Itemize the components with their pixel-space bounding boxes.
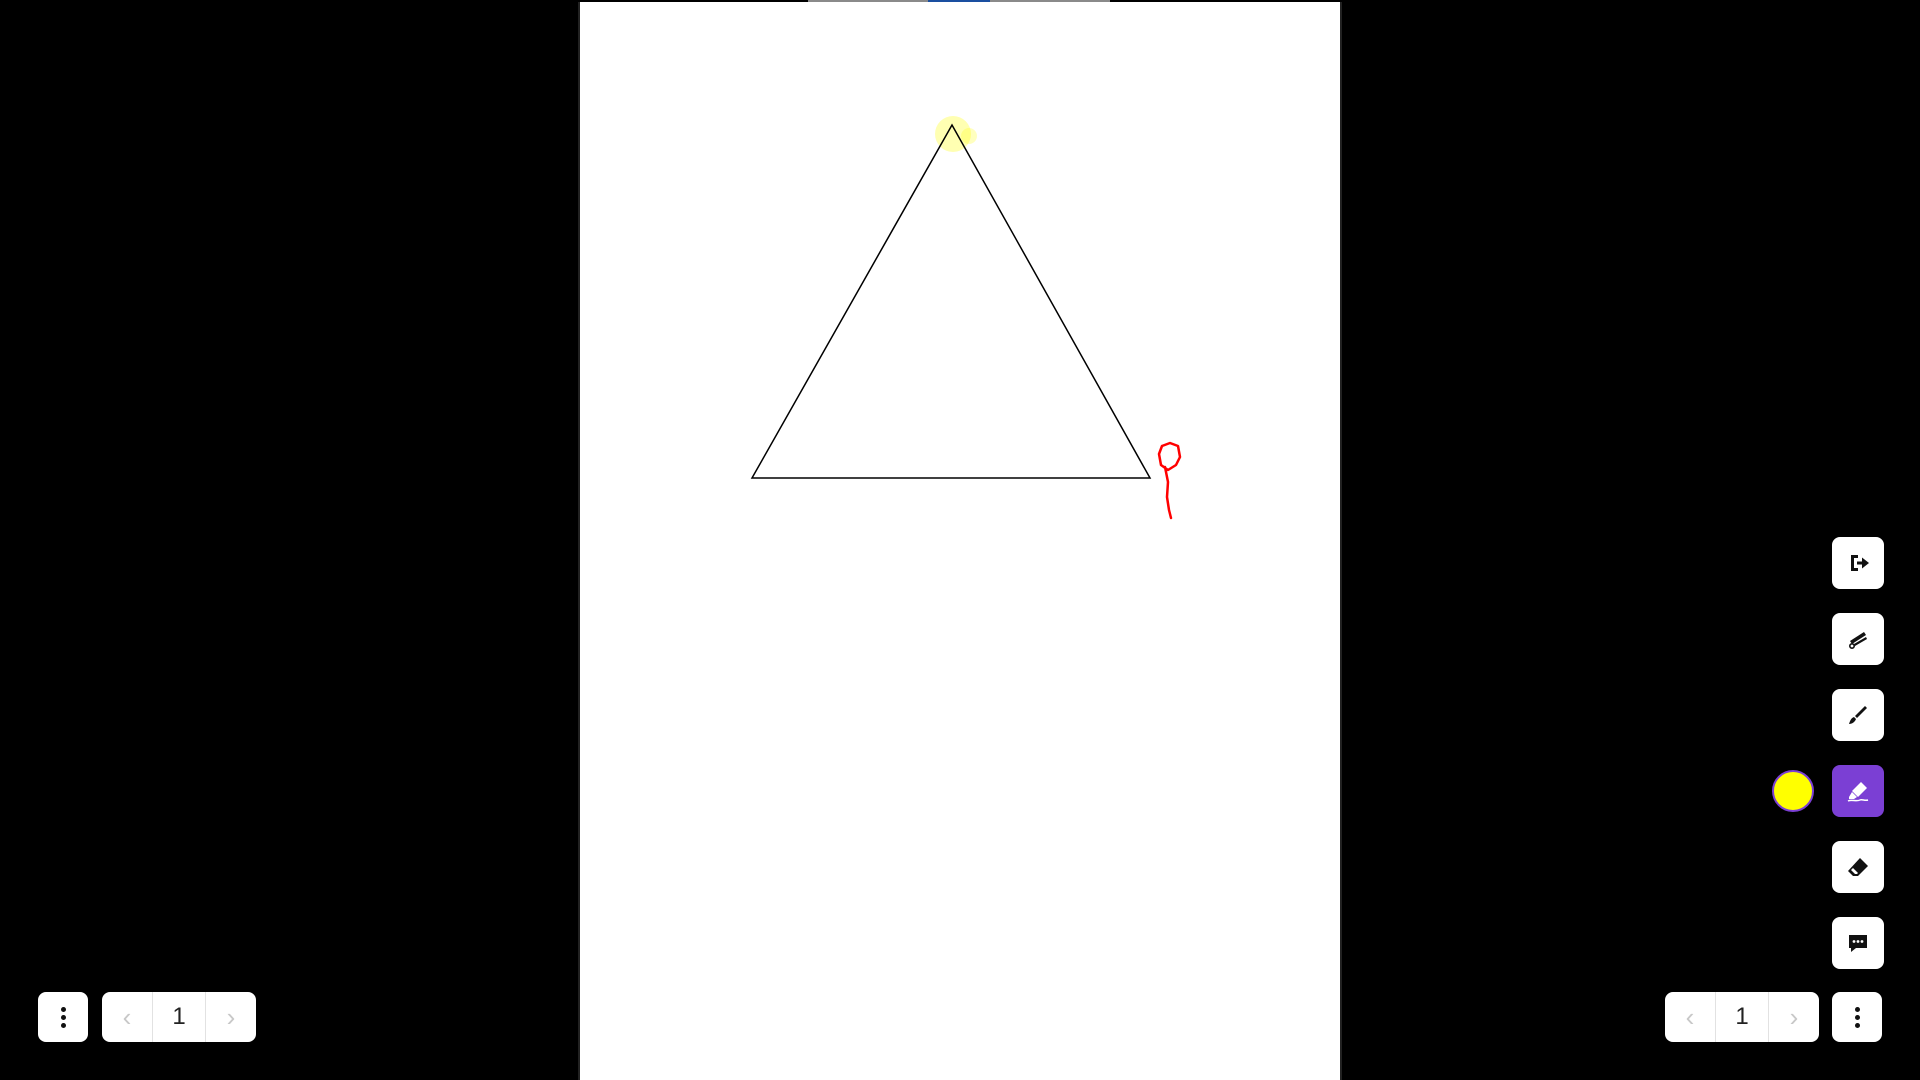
laser-pointer-button[interactable] — [1832, 613, 1884, 665]
exit-icon — [1851, 555, 1869, 571]
highlighter-button[interactable] — [1832, 765, 1884, 817]
next-page-button[interactable]: › — [206, 992, 256, 1042]
prev-page-button[interactable]: ‹ — [1665, 992, 1715, 1042]
chevron-right-icon: › — [226, 1001, 236, 1032]
next-page-button[interactable]: › — [1769, 992, 1819, 1042]
chevron-right-icon: › — [1789, 1001, 1799, 1032]
page-number: 1 — [152, 992, 206, 1042]
pen-icon — [1849, 706, 1867, 724]
right-page-navigator: ‹ 1 › — [1665, 992, 1819, 1042]
pen-stroke — [1157, 441, 1182, 520]
page-tab-active-indicator — [928, 0, 990, 2]
highlighter-mark-dot — [961, 128, 977, 144]
page-number: 1 — [1715, 992, 1769, 1042]
comment-button[interactable] — [1832, 917, 1884, 969]
more-vertical-icon — [1854, 1006, 1860, 1028]
more-vertical-icon — [60, 1006, 66, 1028]
left-menu-button[interactable] — [38, 992, 88, 1042]
highlighter-icon — [1847, 782, 1869, 802]
pen-button[interactable] — [1832, 689, 1884, 741]
chevron-left-icon: ‹ — [1685, 1001, 1695, 1032]
highlighter-color-swatch[interactable] — [1772, 770, 1814, 812]
eraser-icon — [1848, 858, 1868, 876]
right-menu-button[interactable] — [1832, 992, 1882, 1042]
drawing-canvas[interactable] — [580, 2, 1344, 1080]
chevron-left-icon: ‹ — [122, 1001, 132, 1032]
document-page[interactable] — [578, 2, 1342, 1080]
eraser-button[interactable] — [1832, 841, 1884, 893]
left-page-navigator: ‹ 1 › — [102, 992, 256, 1042]
triangle-shape — [750, 123, 1152, 479]
exit-button[interactable] — [1832, 537, 1884, 589]
laser-pointer-icon — [1848, 632, 1867, 649]
prev-page-button[interactable]: ‹ — [102, 992, 152, 1042]
comment-icon — [1849, 935, 1867, 952]
